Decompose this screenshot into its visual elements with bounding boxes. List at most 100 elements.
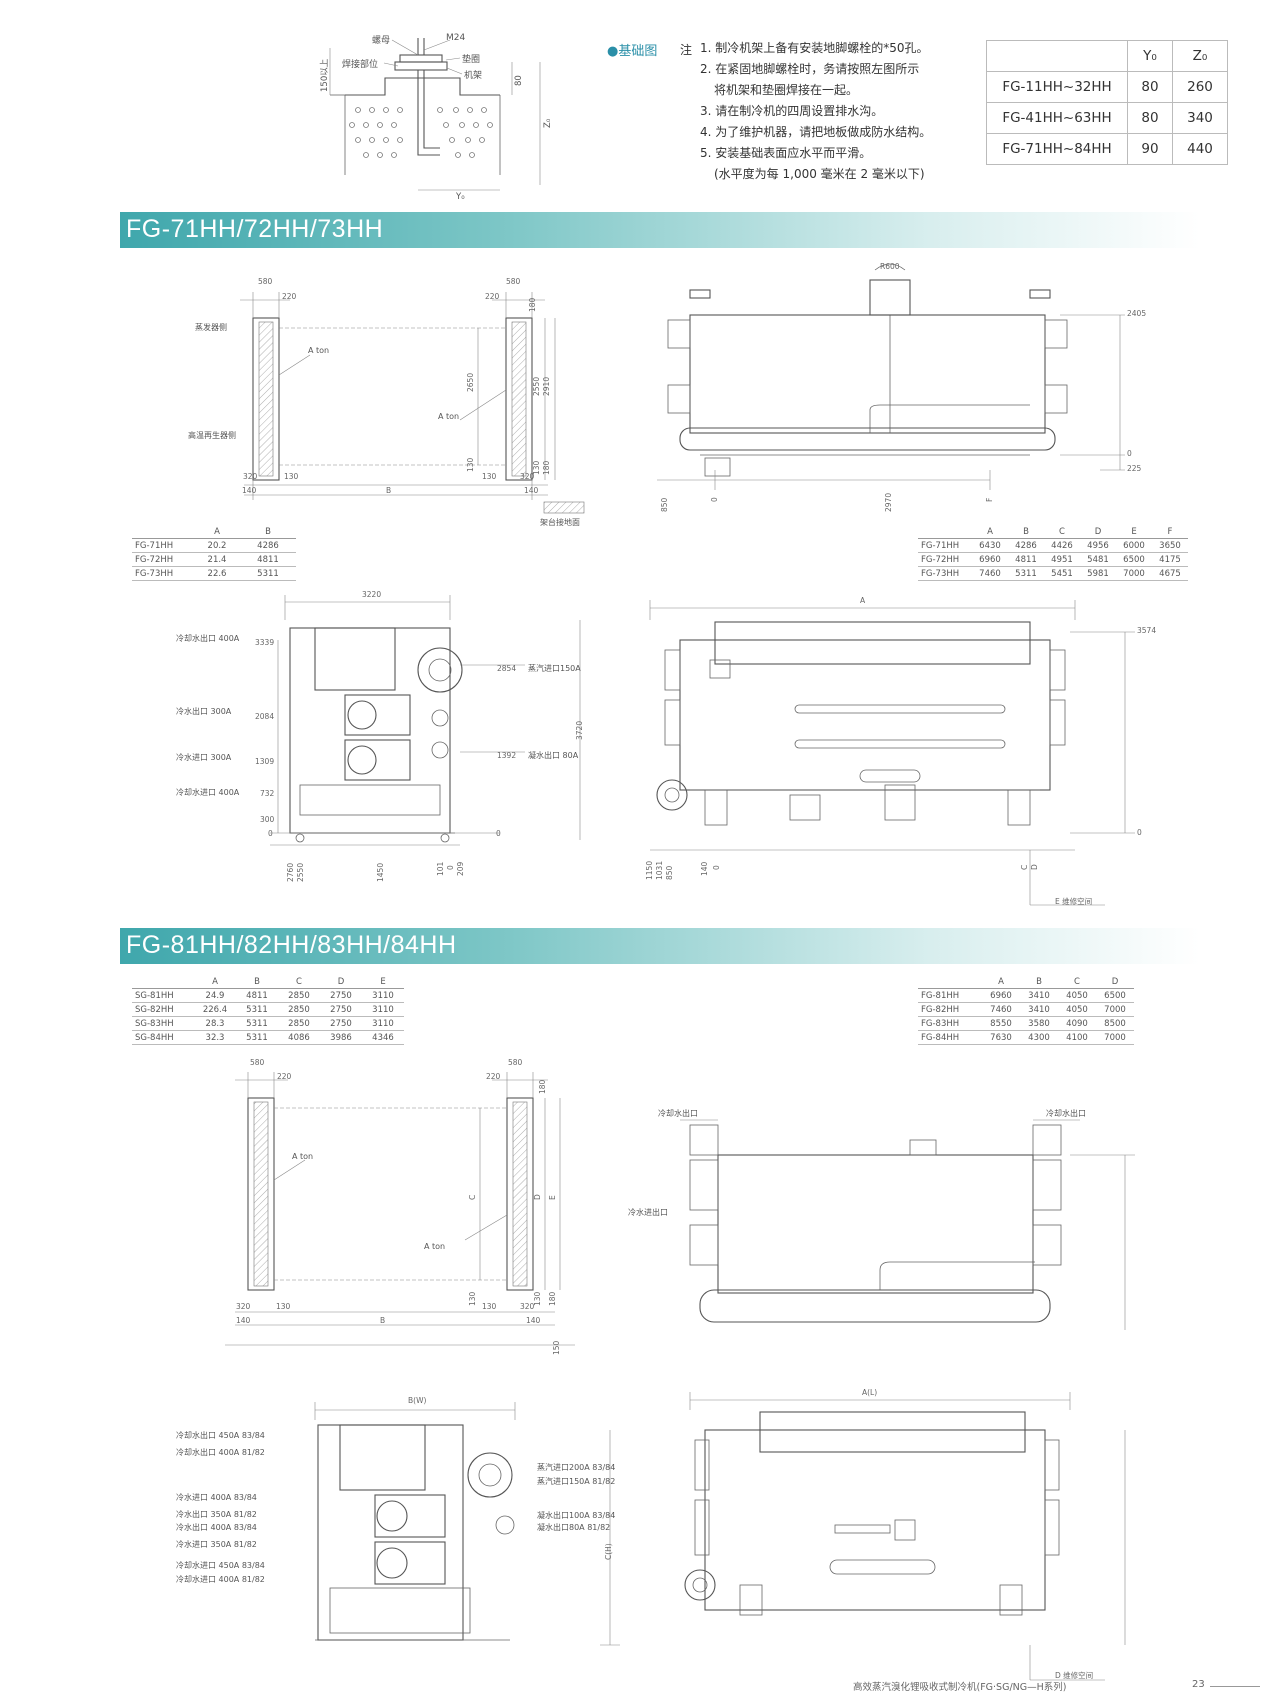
table-cell: 6430 [972, 538, 1008, 553]
table-cell: FG-72HH [132, 552, 194, 567]
table-cell: 5311 [240, 566, 296, 581]
table-row: FG-11HH~32HH 80 260 [986, 71, 1228, 103]
table-header: B [1020, 975, 1058, 989]
note-2b: 将机架和垫圈焊接在一起。 [714, 83, 859, 97]
table-cell: 3986 [320, 1030, 362, 1045]
table-cell: 5311 [236, 1002, 278, 1017]
dim-1309: 1309 [255, 757, 275, 766]
section1-title: FG-71HH/72HH/73HH [126, 215, 384, 243]
dim-s2-220a: 220 [277, 1072, 292, 1081]
label-s2-chw-in1: 冷水进口 400A 83/84 [176, 1493, 257, 1502]
label-s2-cw-out-left: 冷却水出口 [658, 1109, 698, 1118]
table-cell: 4086 [278, 1030, 320, 1045]
dim-s2-D: D [533, 1194, 542, 1200]
label-s2-chw-in2: 冷水进口 350A 81/82 [176, 1540, 257, 1549]
label-cw-out: 冷却水出口 400A [176, 634, 240, 643]
dim-s2-320a: 320 [236, 1302, 251, 1311]
note-5b: (水平度为每 1,000 毫米在 2 毫米以下) [714, 167, 925, 181]
table-header: A [982, 975, 1020, 989]
yz-header-1: Y₀ [1127, 40, 1173, 72]
table-row: SG-84HH 32.3 5311 4086 3986 4346 [132, 1030, 404, 1045]
table-cell: 3410 [1020, 988, 1058, 1003]
dim-2405: 2405 [1127, 309, 1147, 318]
note-3: 3. 请在制冷机的四周设置排水沟。 [700, 104, 884, 118]
table-cell: FG-72HH [918, 552, 972, 567]
table-cell: FG-73HH [918, 566, 972, 581]
foundation-title: ●基础图 [607, 44, 658, 59]
section1-table-ab: A B FG-71HH 20.2 4286 FG-72HH 21.4 4811 … [132, 525, 296, 581]
table-cell: 4286 [240, 538, 296, 553]
table-cell: SG-84HH [132, 1030, 194, 1045]
note-5: 5. 安装基础表面应水平而平滑。 [700, 146, 872, 160]
yz-cell: 80 [1127, 102, 1173, 134]
table-cell: 5481 [1080, 552, 1116, 567]
dim-s2-180b: 180 [548, 1291, 557, 1306]
label-nut: 螺母 [372, 36, 391, 46]
dim-580b: 580 [506, 277, 521, 286]
table-cell: 3410 [1020, 1002, 1058, 1017]
dim-B: B [386, 486, 392, 495]
dim-s2-C: C [468, 1194, 477, 1200]
dim-3339: 3339 [255, 638, 275, 647]
table-cell: 32.3 [194, 1030, 236, 1045]
table-row: FG-83HH 8550 3580 4090 8500 [918, 1016, 1134, 1031]
dim-front-0: 0 [1137, 828, 1142, 837]
dim-s2-al: A(L) [862, 1388, 878, 1397]
label-frame: 机架 [464, 71, 483, 81]
table-cell: 5981 [1080, 566, 1116, 581]
label-washer: 垫圈 [462, 55, 481, 65]
table-cell: 4956 [1080, 538, 1116, 553]
table-header [918, 525, 972, 539]
label-s2-chw-out1: 冷水出口 350A 81/82 [176, 1510, 257, 1519]
table-row: FG-72HH 6960 4811 4951 5481 6500 4175 [918, 552, 1188, 567]
section1-table-af: A B C D E F FG-71HH 6430 4286 4426 4956 … [918, 525, 1188, 581]
dim-300: 300 [260, 815, 275, 824]
table-header: B [1008, 525, 1044, 539]
yz-table: Y₀ Z₀ FG-11HH~32HH 80 260 FG-41HH~63HH 8… [986, 40, 1228, 165]
label-s2-cw-out-right: 冷却水出口 [1046, 1109, 1086, 1118]
table-cell: FG-71HH [132, 538, 194, 553]
table-cell: 4100 [1058, 1030, 1096, 1045]
table-header: D [1080, 525, 1116, 539]
table-cell: SG-81HH [132, 988, 194, 1003]
yz-header-0 [986, 40, 1128, 72]
table-cell: 7460 [982, 1002, 1020, 1017]
dim-s2-580b: 580 [508, 1058, 523, 1067]
section2-table-ad: A B C D FG-81HH 6960 3410 4050 6500 FG-8… [918, 975, 1134, 1045]
label-steam-in: 蒸汽进口150A [528, 664, 581, 673]
dim-s2-140b: 140 [526, 1316, 541, 1325]
label-cond-out: 凝水出口 80A [528, 751, 579, 760]
dim-s2-140a: 140 [236, 1316, 251, 1325]
table-row: FG-73HH 7460 5311 5451 5981 7000 4675 [918, 566, 1188, 581]
table-cell: FG-73HH [132, 566, 194, 581]
table-cell: 21.4 [194, 552, 240, 567]
label-cw-in: 冷却水进口 400A [176, 788, 240, 797]
table-cell: FG-83HH [918, 1016, 982, 1031]
table-cell: 4050 [1058, 1002, 1096, 1017]
table-cell: 3110 [362, 1016, 404, 1031]
table-cell: 7000 [1096, 1030, 1134, 1045]
table-row: FG-84HH 7630 4300 4100 7000 [918, 1030, 1134, 1045]
section1-banner: FG-71HH/72HH/73HH [120, 212, 1200, 248]
table-cell: 4090 [1058, 1016, 1096, 1031]
dim-s2-bw: B(W) [408, 1396, 427, 1405]
table-header: A [194, 975, 236, 989]
table-cell: 28.3 [194, 1016, 236, 1031]
dim-130d: 130 [482, 472, 497, 481]
table-cell: 5311 [236, 1030, 278, 1045]
table-header: D [1096, 975, 1134, 989]
dim-220a: 220 [282, 292, 297, 301]
dim-3574: 3574 [1137, 626, 1157, 635]
table-row: SG-81HH 24.9 4811 2850 2750 3110 [132, 988, 404, 1003]
table-cell: 20.2 [194, 538, 240, 553]
table-cell: 2750 [320, 988, 362, 1003]
dim-r600: R600 [880, 262, 900, 271]
dim-3220: 3220 [362, 590, 382, 599]
dim-140a: 140 [242, 486, 257, 495]
table-header: E [1116, 525, 1152, 539]
table-cell: 3110 [362, 1002, 404, 1017]
table-cell: 7000 [1096, 1002, 1134, 1017]
label-evaporator: 蒸发器侧 [195, 323, 227, 332]
